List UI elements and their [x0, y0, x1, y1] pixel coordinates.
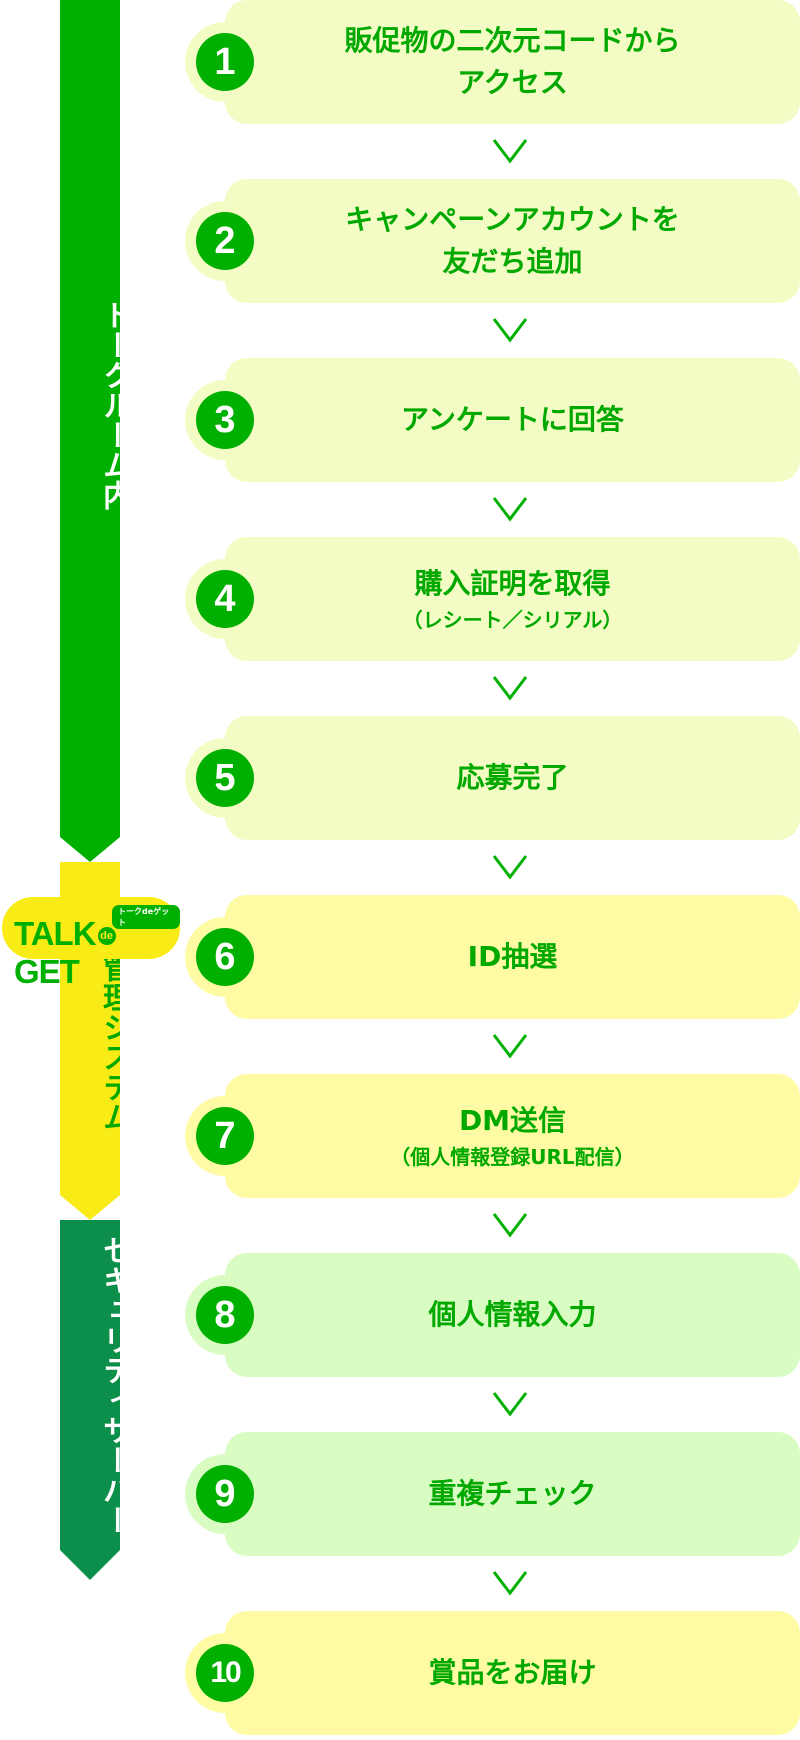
step-title: アンケートに回答 — [401, 403, 624, 436]
step-card — [225, 1074, 800, 1198]
step-number-badge: 8 — [196, 1286, 254, 1344]
step-title: 個人情報入力 — [428, 1298, 597, 1331]
logo-de-badge: de — [97, 927, 116, 946]
step-1: 1 販促物の二次元コードから アクセス — [185, 0, 800, 124]
step-text: DM送信 （個人情報登録URL配信） — [225, 1074, 800, 1198]
step-2: 2 キャンペーンアカウントを 友だち追加 — [185, 179, 800, 303]
step-9: 9 重複チェック — [185, 1432, 800, 1556]
step-card — [225, 1253, 800, 1377]
step-text: アンケートに回答 — [225, 358, 800, 482]
logo-word-left: TALK — [14, 915, 97, 952]
step-number-badge: 1 — [196, 33, 254, 91]
step-10: 10 賞品をお届け — [185, 1611, 800, 1735]
step-5: 5 応募完了 — [185, 716, 800, 840]
step-card — [225, 895, 800, 1019]
step-text: 購入証明を取得 （レシート／シリアル） — [225, 537, 800, 661]
step-3: 3 アンケートに回答 — [185, 358, 800, 482]
chevron-down-icon — [492, 139, 528, 164]
step-title: 応募完了 — [456, 761, 569, 794]
logo-word-right: GET — [14, 953, 80, 990]
step-text: キャンペーンアカウントを 友だち追加 — [225, 179, 800, 303]
step-card — [225, 716, 800, 840]
chevron-down-icon — [492, 318, 528, 343]
chevron-down-icon — [492, 855, 528, 880]
chevron-down-icon — [492, 1392, 528, 1417]
step-text: 重複チェック — [225, 1432, 800, 1556]
step-number-badge: 6 — [196, 928, 254, 986]
step-subtitle: （レシート／シリアル） — [402, 608, 623, 632]
step-title: 販促物の二次元コードから アクセス — [344, 24, 681, 99]
logo-tagline: トークdeゲット — [112, 905, 180, 929]
phase-label: セキュリティサーバー — [97, 1235, 132, 1535]
step-card — [225, 1432, 800, 1556]
phase-label: トークルーム内 — [97, 300, 132, 510]
step-number-badge: 7 — [196, 1107, 254, 1165]
phase-bar-security-server: セキュリティサーバー — [60, 1220, 120, 1580]
step-subtitle: （個人情報登録URL配信） — [390, 1145, 635, 1169]
step-8: 8 個人情報入力 — [185, 1253, 800, 1377]
step-7: 7 DM送信 （個人情報登録URL配信） — [185, 1074, 800, 1198]
chevron-down-icon — [492, 676, 528, 701]
step-number-badge: 4 — [196, 570, 254, 628]
step-card — [225, 0, 800, 124]
step-title: 購入証明を取得 — [414, 567, 611, 600]
chevron-down-icon — [492, 1034, 528, 1059]
step-6: 6 ID抽選 — [185, 895, 800, 1019]
step-text: 賞品をお届け — [225, 1611, 800, 1735]
step-title: DM送信 — [458, 1104, 567, 1137]
step-card — [225, 1611, 800, 1735]
chevron-down-icon — [492, 1213, 528, 1238]
step-title: キャンペーンアカウントを 友だち追加 — [345, 203, 680, 278]
step-text: ID抽選 — [225, 895, 800, 1019]
step-text: 販促物の二次元コードから アクセス — [225, 0, 800, 124]
step-number-badge: 2 — [196, 212, 254, 270]
step-number-badge: 9 — [196, 1465, 254, 1523]
step-number-badge: 3 — [196, 391, 254, 449]
step-title: ID抽選 — [467, 940, 558, 973]
step-text: 個人情報入力 — [225, 1253, 800, 1377]
step-title: 重複チェック — [428, 1477, 597, 1510]
step-4: 4 購入証明を取得 （レシート／シリアル） — [185, 537, 800, 661]
phase-bar-talk-room: トークルーム内 — [60, 0, 120, 862]
step-number-badge: 10 — [196, 1644, 254, 1702]
step-card — [225, 537, 800, 661]
chevron-down-icon — [492, 1571, 528, 1596]
step-number-badge: 5 — [196, 749, 254, 807]
step-card — [225, 179, 800, 303]
chevron-down-icon — [492, 497, 528, 522]
step-card — [225, 358, 800, 482]
step-text: 応募完了 — [225, 716, 800, 840]
step-title: 賞品をお届け — [428, 1656, 597, 1689]
phase-label: 管理システム — [97, 952, 132, 1132]
